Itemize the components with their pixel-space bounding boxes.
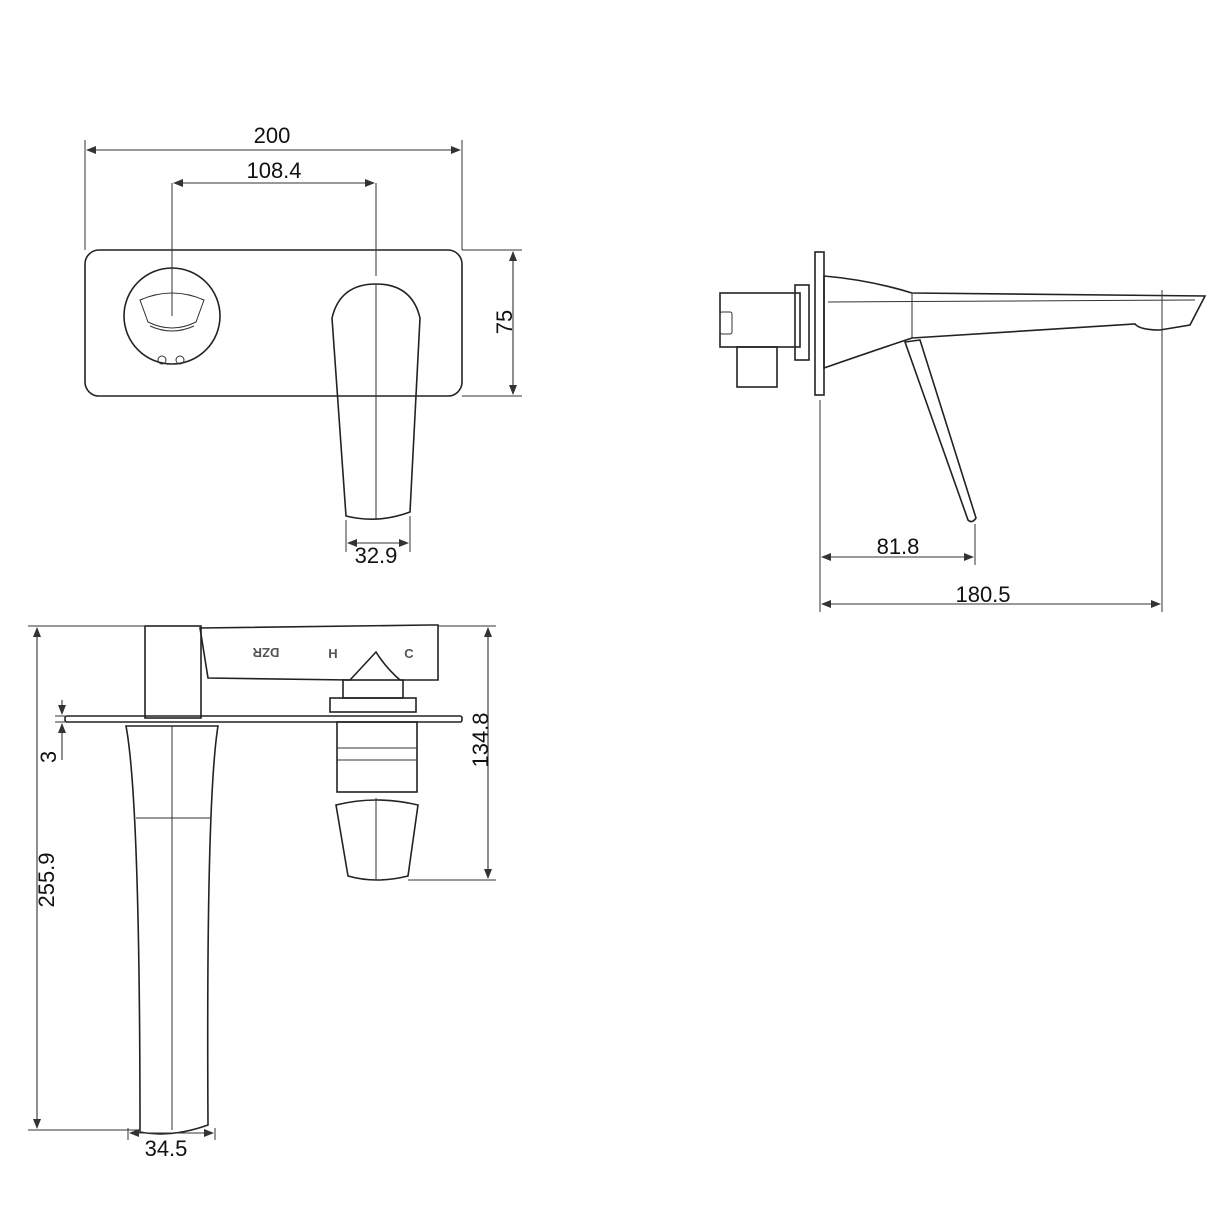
spout-body xyxy=(823,275,1207,370)
front-view: 200 108.4 75 32.9 xyxy=(84,123,522,568)
dim-overall-width: 200 xyxy=(254,123,291,148)
dim-lever-projection: 81.8 xyxy=(877,534,920,559)
hot-marking: H xyxy=(328,646,337,661)
dim-body-depth: 134.8 xyxy=(468,712,493,767)
dim-overall-height: 255.9 xyxy=(34,852,59,907)
top-view: DZR H C 134.8 255.9 3 34.5 xyxy=(28,624,496,1161)
dim-plate-height: 75 xyxy=(492,310,517,334)
side-view: 81.8 180.5 xyxy=(719,251,1207,612)
top-plate xyxy=(64,715,463,723)
dim-spout-width: 34.5 xyxy=(145,1136,188,1161)
side-lever xyxy=(903,339,977,523)
valve-body xyxy=(199,624,439,681)
cold-marking: C xyxy=(404,646,414,661)
dim-handle-spacing: 108.4 xyxy=(246,158,301,183)
brand-marking: DZR xyxy=(252,645,279,660)
dim-spout-projection: 180.5 xyxy=(955,582,1010,607)
dim-handle-width: 32.9 xyxy=(355,543,398,568)
dim-plate-thickness: 3 xyxy=(36,751,61,763)
wall-plate xyxy=(84,249,463,397)
mixer-handle xyxy=(331,283,421,520)
side-plate xyxy=(814,251,825,396)
top-handle xyxy=(335,799,419,881)
